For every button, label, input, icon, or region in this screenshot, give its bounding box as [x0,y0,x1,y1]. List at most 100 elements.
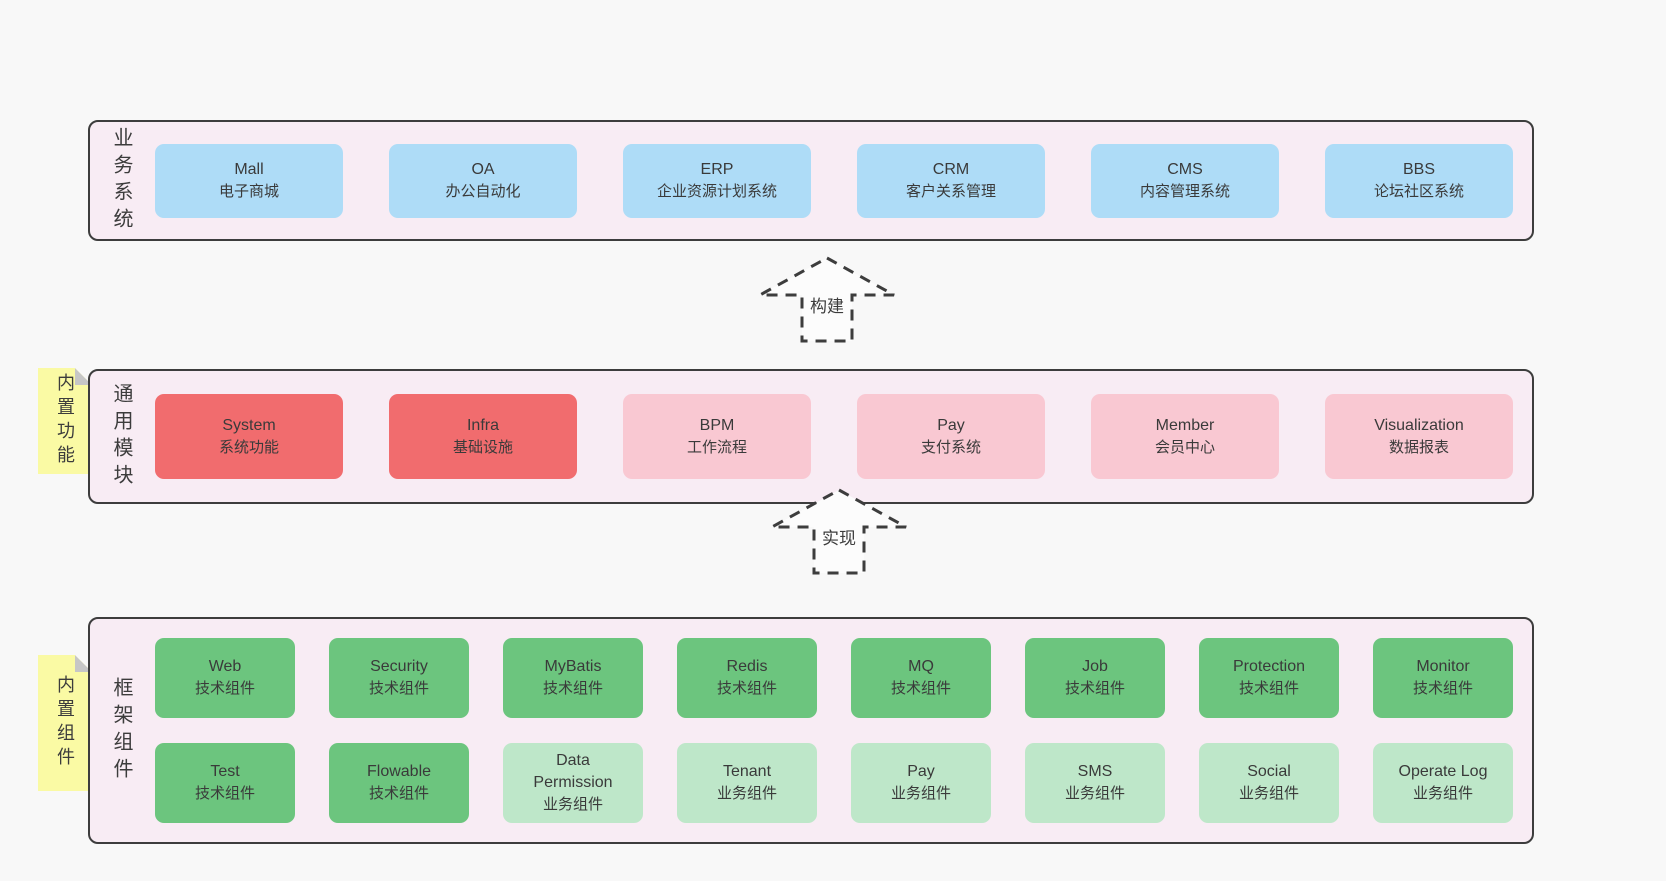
module-node-visualization: Visualization 数据报表 [1325,394,1513,479]
build-arrow: 构建 [757,255,897,345]
note-fold-icon [75,655,92,672]
node-desc: 业务组件 [716,785,777,802]
node-name: Pay [937,416,965,434]
component-node-sms: SMS 业务组件 [1025,743,1165,823]
node-desc: 基础设施 [452,438,513,456]
component-node-web: Web 技术组件 [155,638,295,718]
node-desc: 会员中心 [1154,438,1215,456]
node-name: ERP [700,160,734,178]
builtin-functions-note: 内置功能 [38,368,92,474]
node-name: Mall [234,160,264,178]
component-node-protection: Protection 技术组件 [1199,638,1339,718]
node-name: Visualization [1374,416,1464,434]
node-name: Infra [466,416,499,434]
node-desc: 数据报表 [1388,438,1449,456]
node-desc: 业务组件 [542,796,603,813]
node-desc: 业务组件 [1238,785,1299,802]
system-node-erp: ERP 企业资源计划系统 [623,143,811,218]
node-desc: 内容管理系统 [1139,182,1230,200]
node-name: Data Permission [533,752,613,791]
node-name: Monitor [1416,658,1470,675]
module-node-infra: Infra 基础设施 [389,394,577,479]
node-name: Pay [907,763,935,780]
node-desc: 技术组件 [194,680,255,697]
component-node-test: Test 技术组件 [155,743,295,823]
system-node-mall: Mall 电子商城 [155,143,343,218]
node-desc: 企业资源计划系统 [656,182,777,200]
note-fold-icon [75,368,92,385]
node-name: Web [208,658,242,675]
node-name: Member [1155,416,1215,434]
component-node-social: Social 业务组件 [1199,743,1339,823]
node-name: Test [210,763,240,780]
node-desc: 技术组件 [1238,680,1299,697]
business-layer-label: 业务系统 [110,126,132,235]
system-node-oa: OA 办公自动化 [389,143,577,218]
node-name: BBS [1402,160,1435,178]
components-row-1: Web 技术组件 Security 技术组件 MyBatis 技术组件 Redi… [136,638,1532,718]
business-systems-row: Mall 电子商城 OA 办公自动化 ERP 企业资源计划系统 CRM 客户关系… [136,143,1532,218]
node-desc: 技术组件 [368,785,429,802]
framework-components-layer: 框架组件 Web 技术组件 Security 技术组件 MyBatis 技术组件… [88,617,1534,844]
node-desc: 电子商城 [218,182,279,200]
node-name: SMS [1077,763,1113,780]
component-node-redis: Redis 技术组件 [677,638,817,718]
node-desc: 技术组件 [1412,680,1473,697]
system-node-bbs: BBS 论坛社区系统 [1325,143,1513,218]
node-desc: 业务组件 [1412,785,1473,802]
note-text: 内置组件 [55,675,75,771]
node-name: BPM [699,416,735,434]
node-desc: 系统功能 [218,438,279,456]
node-name: MyBatis [544,658,602,675]
node-name: Job [1082,658,1108,675]
node-name: System [222,416,276,434]
components-layer-label: 框架组件 [110,676,132,785]
build-arrow-label: 构建 [807,291,847,318]
node-desc: 业务组件 [1064,785,1125,802]
node-name: Tenant [722,763,772,780]
builtin-components-note: 内置组件 [38,655,92,791]
node-desc: 办公自动化 [445,182,521,200]
module-node-pay: Pay 支付系统 [857,394,1045,479]
node-name: Security [370,658,428,675]
node-name: Social [1247,763,1291,780]
node-desc: 业务组件 [890,785,951,802]
module-node-member: Member 会员中心 [1091,394,1279,479]
component-node-mybatis: MyBatis 技术组件 [503,638,643,718]
component-node-tenant: Tenant 业务组件 [677,743,817,823]
component-node-job: Job 技术组件 [1025,638,1165,718]
note-text: 内置功能 [55,373,75,469]
modules-layer-label: 通用模块 [110,382,132,491]
component-node-mq: MQ 技术组件 [851,638,991,718]
module-node-system: System 系统功能 [155,394,343,479]
common-modules-row: System 系统功能 Infra 基础设施 BPM 工作流程 Pay 支付系统… [136,394,1532,479]
node-desc: 技术组件 [716,680,777,697]
node-name: Redis [726,658,768,675]
node-desc: 论坛社区系统 [1373,182,1464,200]
node-name: CRM [932,160,970,178]
common-modules-layer: 通用模块 System 系统功能 Infra 基础设施 BPM 工作流程 Pay… [88,369,1534,504]
business-systems-layer: 业务系统 Mall 电子商城 OA 办公自动化 ERP 企业资源计划系统 CRM… [88,120,1534,241]
component-node-operate-log: Operate Log 业务组件 [1373,743,1513,823]
node-desc: 技术组件 [194,785,255,802]
node-name: OA [471,160,495,178]
node-desc: 客户关系管理 [905,182,996,200]
node-name: MQ [908,658,934,675]
node-desc: 技术组件 [368,680,429,697]
component-node-flowable: Flowable 技术组件 [329,743,469,823]
component-node-security: Security 技术组件 [329,638,469,718]
node-desc: 技术组件 [890,680,951,697]
system-node-cms: CMS 内容管理系统 [1091,143,1279,218]
node-name: Flowable [366,763,432,780]
component-node-data-permission: Data Permission 业务组件 [503,743,643,823]
node-name: Operate Log [1398,763,1488,780]
implement-arrow: 实现 [769,487,909,577]
node-name: Protection [1232,658,1306,675]
components-row-2: Test 技术组件 Flowable 技术组件 Data Permission … [136,743,1532,823]
system-node-crm: CRM 客户关系管理 [857,143,1045,218]
node-name: CMS [1167,160,1203,178]
node-desc: 工作流程 [686,438,747,456]
module-node-bpm: BPM 工作流程 [623,394,811,479]
components-rows: Web 技术组件 Security 技术组件 MyBatis 技术组件 Redi… [136,638,1532,823]
